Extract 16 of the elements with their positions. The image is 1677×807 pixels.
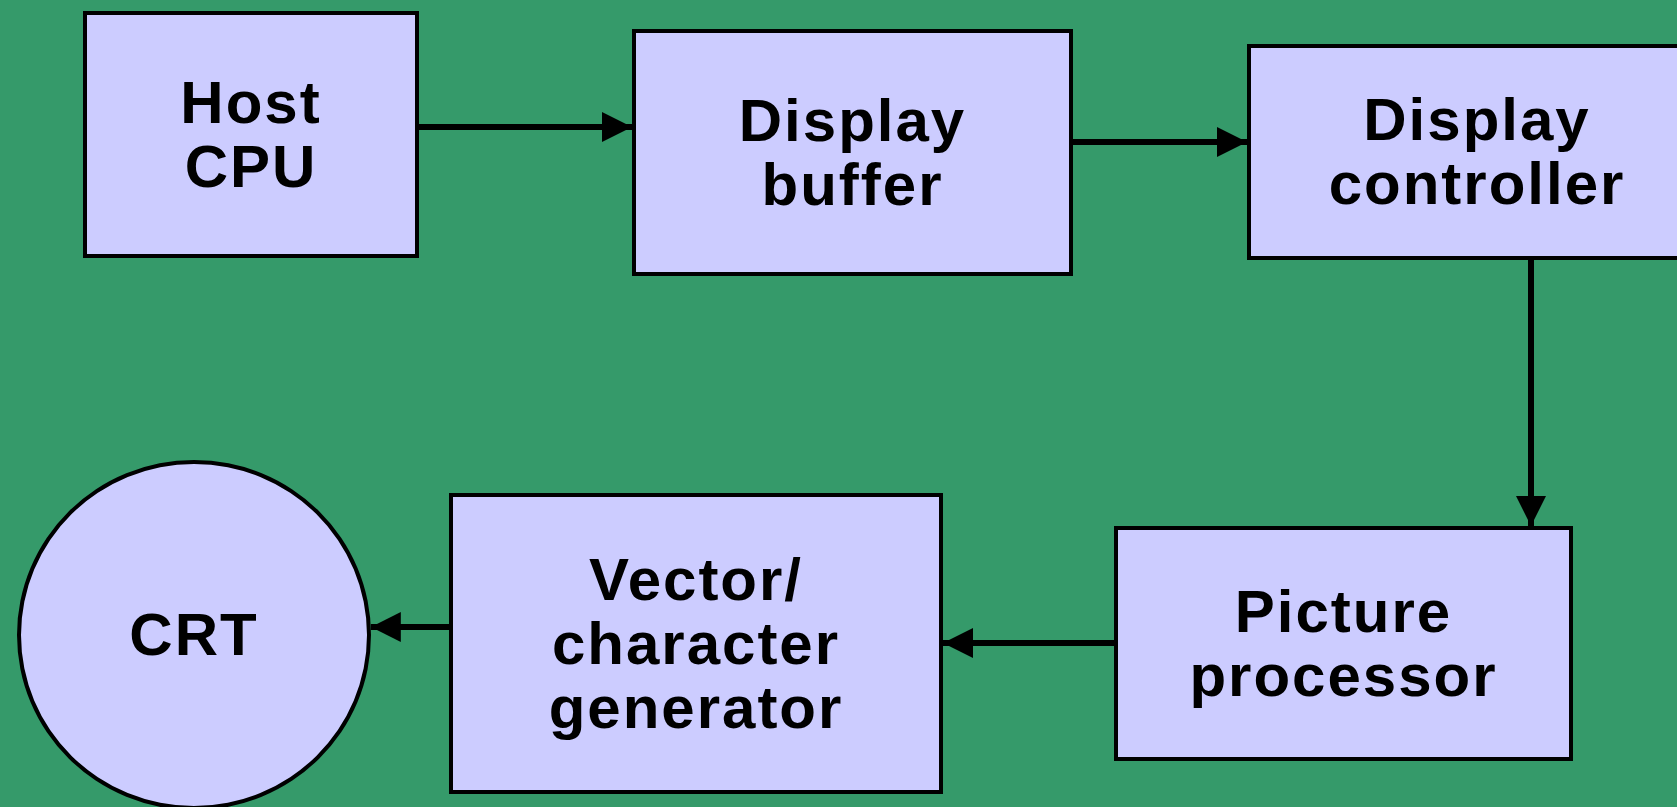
arrow [943,628,1114,658]
process-box [449,493,943,794]
process-box [1247,44,1677,260]
process-box [632,29,1073,276]
node-label: CRT [129,603,259,667]
arrow [1516,260,1546,526]
node-label: Picture processor [1188,579,1499,708]
arrow [419,112,632,142]
node-label: Vector/ character generator [547,547,845,740]
node-label: Display buffer [737,88,968,217]
node-label: Host CPU [179,70,323,199]
process-box [1114,526,1573,761]
arrow [370,612,449,642]
node-label: Display controller [1327,88,1627,216]
arrow [1073,127,1247,157]
process-box [83,11,419,258]
